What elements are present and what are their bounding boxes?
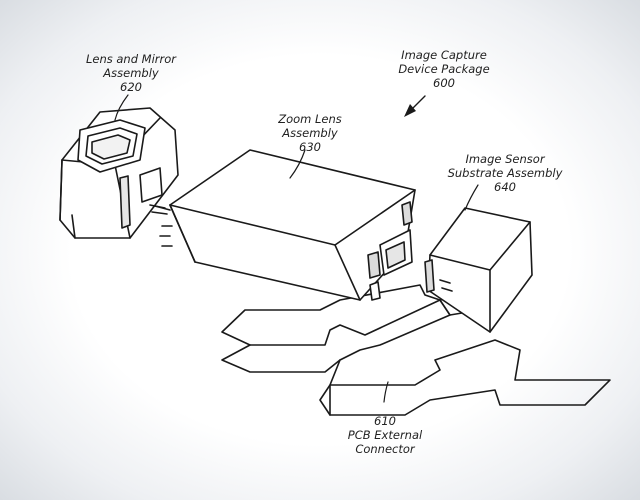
zoom-lens-assembly (154, 149, 416, 301)
package-arrow (404, 95, 426, 117)
leader-lines (114, 94, 479, 403)
label-image-sensor-substrate: Image Sensor Substrate Assembly 640 (447, 152, 563, 194)
lens-mirror-assembly (59, 107, 179, 239)
pcb-external-connector (221, 284, 611, 416)
label-zoom-lens-assembly: Zoom Lens Assembly 630 (278, 112, 342, 154)
label-image-capture-device-package: Image Capture Device Package 600 (398, 48, 490, 90)
image-sensor-substrate (424, 207, 533, 333)
label-pcb-external-connector: 610 PCB External Connector (347, 414, 423, 456)
label-lens-mirror-assembly: Lens and Mirror Assembly 620 (85, 52, 177, 94)
